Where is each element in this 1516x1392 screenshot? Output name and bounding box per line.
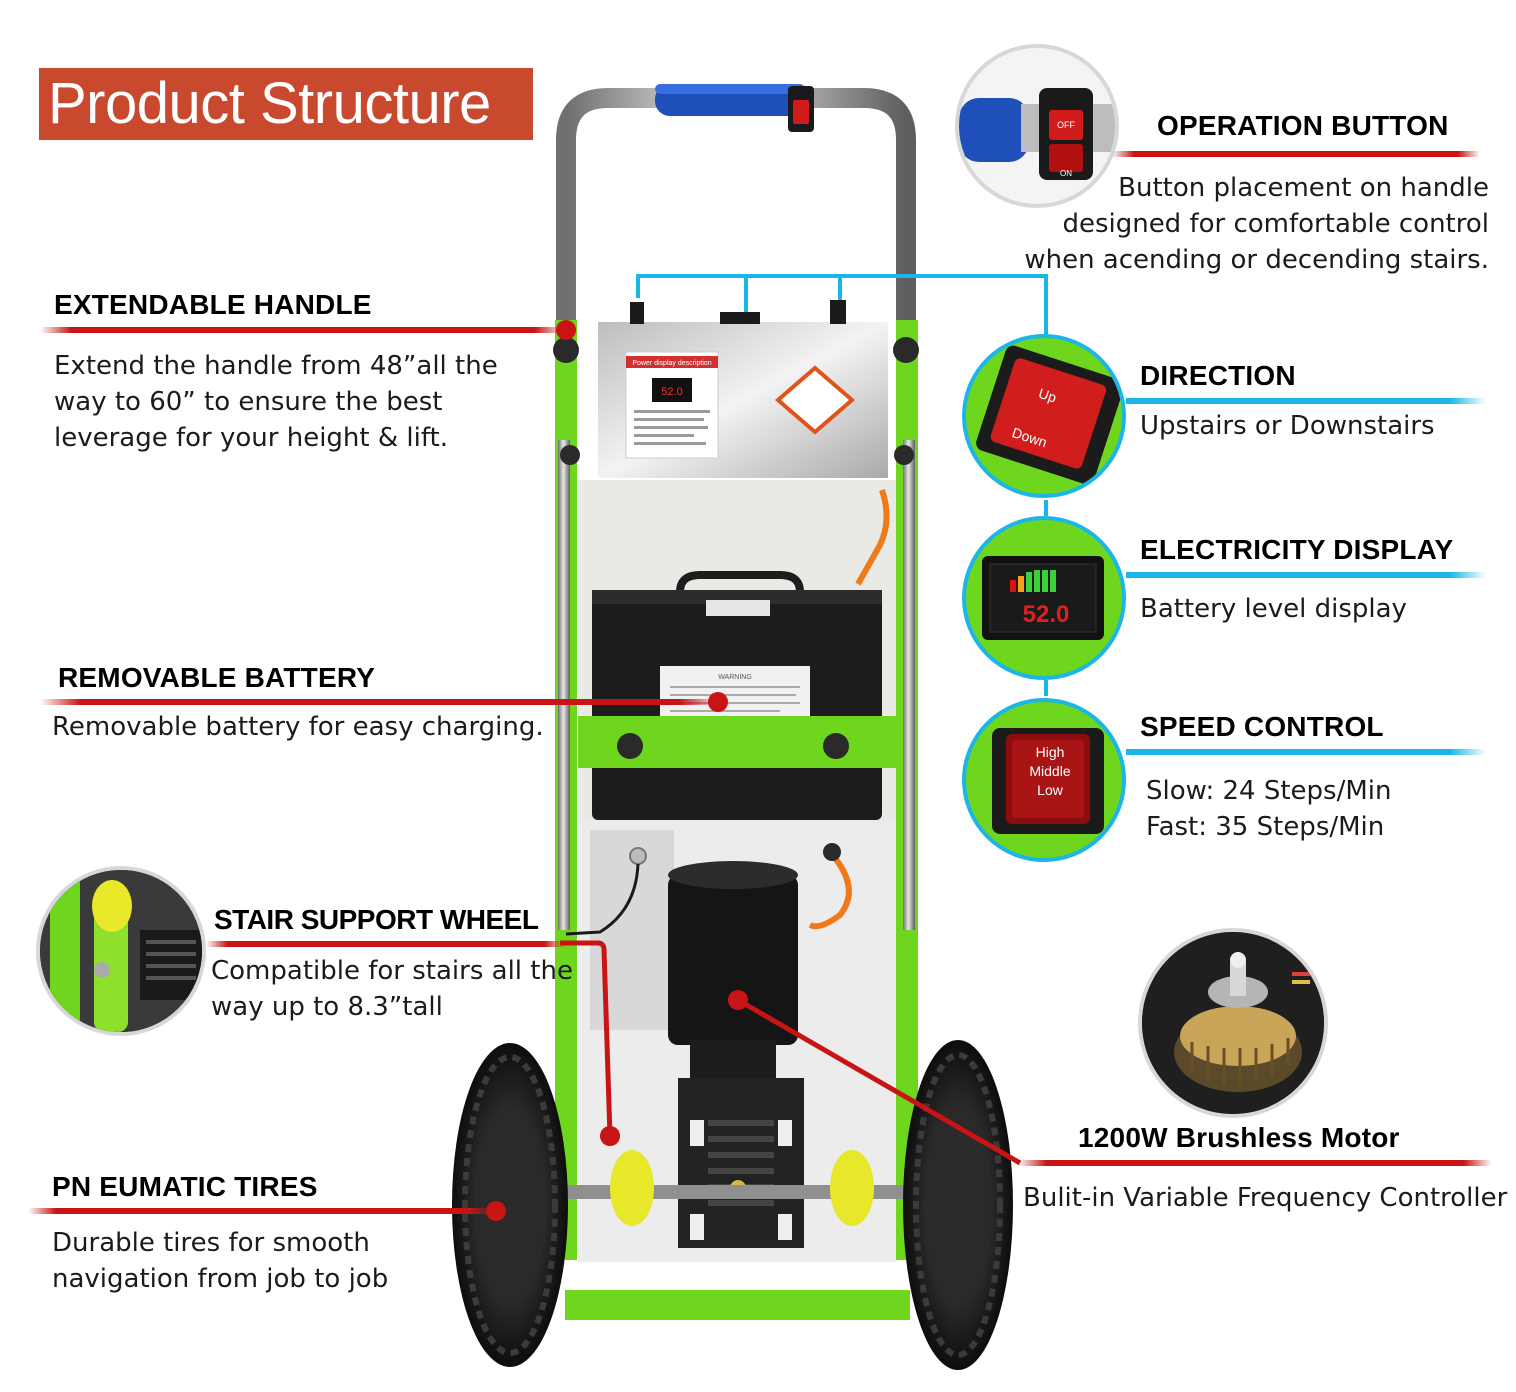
power-sticker <box>625 351 719 459</box>
operation-switch-icon: OFF ON <box>959 88 1115 180</box>
removable-battery-underline <box>40 699 720 705</box>
brushless-motor <box>668 861 804 1248</box>
extendable-handle-underline <box>40 327 566 333</box>
tires-desc-line-2: navigation from job to job <box>52 1264 389 1294</box>
electricity-display-underline <box>1126 572 1486 578</box>
electricity-display-heading: ELECTRICITY DISPLAY <box>1140 534 1454 565</box>
direction-up-label: Up <box>1037 385 1059 406</box>
motor-heading: 1200W Brushless Motor <box>1078 1122 1400 1153</box>
speed-control-detail-image: High Middle Low <box>962 698 1126 862</box>
battery-warning-label: WARNING <box>718 674 752 681</box>
battery-voltage-readout: 52.0 <box>1023 601 1070 628</box>
certificate-sticker <box>774 365 856 435</box>
extendable-handle-desc-line-1: Extend the handle from 48”all the <box>54 351 498 381</box>
speed-control-slow: Slow: 24 Steps/Min <box>1146 776 1392 806</box>
battery-level-meter-icon: 52.0 <box>982 556 1104 640</box>
extendable-handle-heading: EXTENDABLE HANDLE <box>54 289 372 320</box>
tires-description: Durable tires for smooth navigation from… <box>52 1225 388 1297</box>
direction-switch-icon: Up Down <box>976 345 1122 485</box>
operation-button-desc-line-2: designed for comfortable control <box>1062 209 1489 239</box>
title-banner <box>39 68 533 140</box>
motor-description: Bulit-in Variable Frequency Controller <box>1023 1183 1508 1213</box>
power-sticker-readout: 52.0 <box>661 386 682 398</box>
stair-support-wheel-underline <box>206 941 566 947</box>
operation-button-desc-line-1: Button placement on handle <box>1118 173 1489 203</box>
operation-switch-off-label: OFF <box>1057 120 1075 130</box>
removable-battery-heading: REMOVABLE BATTERY <box>58 662 376 693</box>
stair-support-wheel-desc-line-2: way up to 8.3”tall <box>211 992 443 1022</box>
motor-internals-icon <box>1142 932 1324 1114</box>
stair-support-wheel-heading: STAIR SUPPORT WHEEL <box>214 904 539 935</box>
page-title: Product Structure <box>48 71 491 136</box>
speed-high-label: High <box>1036 744 1065 760</box>
operation-button-description: Button placement on handle designed for … <box>1024 170 1489 278</box>
operation-button-desc-line-3: when acending or decending stairs. <box>1024 245 1489 275</box>
tires-heading: PN EUMATIC TIRES <box>52 1171 318 1202</box>
right-pneumatic-tire <box>903 1040 1013 1370</box>
stair-support-wheel-detail-image <box>36 866 206 1036</box>
power-sticker-title: Power display description <box>632 360 711 367</box>
direction-underline <box>1126 398 1486 404</box>
stair-support-wheel-desc-line-1: Compatible for stairs all the <box>211 956 573 986</box>
tires-underline <box>28 1208 498 1214</box>
support-wheel-icon <box>40 870 202 1032</box>
extendable-handle-desc-line-2: way to 60” to ensure the best <box>54 387 443 417</box>
operation-switch-on-label: ON <box>1060 169 1072 178</box>
extendable-handle-desc-line-3: leverage for your height & lift. <box>54 423 449 453</box>
speed-control-heading: SPEED CONTROL <box>1140 711 1384 742</box>
speed-control-description: Slow: 24 Steps/Min Fast: 35 Steps/Min <box>1146 773 1392 845</box>
callout-leaders <box>486 274 1048 1221</box>
extendable-handle-description: Extend the handle from 48”all the way to… <box>54 348 498 456</box>
left-pneumatic-tire <box>452 1043 568 1367</box>
right-stair-support-wheel <box>830 1150 874 1226</box>
motor-underline <box>1018 1160 1492 1166</box>
speed-low-label: Low <box>1037 782 1064 798</box>
direction-detail-image: Up Down <box>962 334 1126 498</box>
direction-description: Upstairs or Downstairs <box>1140 411 1435 441</box>
stair-support-wheel-description: Compatible for stairs all the way up to … <box>211 953 573 1025</box>
extendable-handle <box>556 84 916 330</box>
left-stair-support-wheel <box>610 1150 654 1226</box>
speed-control-fast: Fast: 35 Steps/Min <box>1146 812 1385 842</box>
electricity-display-detail-image: 52.0 <box>962 516 1126 680</box>
tires-desc-line-1: Durable tires for smooth <box>52 1228 370 1258</box>
direction-heading: DIRECTION <box>1140 360 1296 391</box>
removable-battery-description: Removable battery for easy charging. <box>52 712 544 742</box>
speed-control-underline <box>1126 749 1486 755</box>
speed-middle-label: Middle <box>1029 763 1070 779</box>
operation-button-heading: OPERATION BUTTON <box>1157 110 1449 141</box>
speed-switch-icon: High Middle Low <box>992 728 1104 834</box>
electricity-display-description: Battery level display <box>1140 594 1407 624</box>
operation-button-underline <box>1112 151 1480 157</box>
operation-button-detail-image: OFF ON <box>955 44 1119 208</box>
motor-detail-image <box>1138 928 1328 1118</box>
